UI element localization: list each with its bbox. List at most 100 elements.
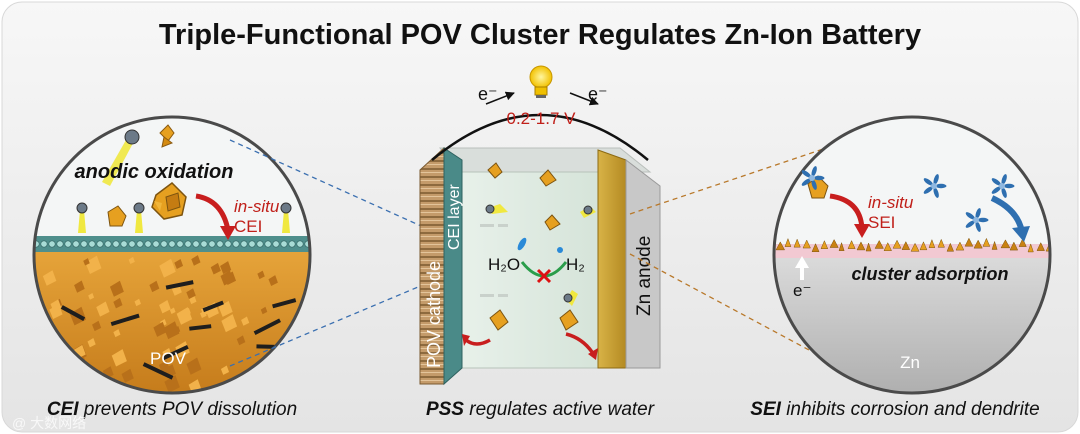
cei-bead xyxy=(240,240,248,248)
anion-lobe xyxy=(977,217,989,223)
pov-particle xyxy=(111,349,127,367)
pov-cluster-icon xyxy=(159,124,175,148)
right-circle-panel: in-situ SEI e⁻ cluster adsorption Zn xyxy=(772,115,1052,395)
in-situ-label-left: in-situ xyxy=(234,197,280,216)
sei-cluster xyxy=(784,237,792,247)
electron-label-left: e⁻ xyxy=(478,84,498,104)
center-clusters xyxy=(487,162,579,331)
pov-particle xyxy=(257,270,265,280)
pov-particle xyxy=(268,275,278,286)
pov-particle xyxy=(96,301,110,317)
sei-cluster xyxy=(910,242,920,252)
blue-molecule-icons xyxy=(801,166,1015,232)
cei-bead xyxy=(200,240,208,248)
pov-particle xyxy=(186,288,196,300)
sei-cluster xyxy=(901,241,911,250)
caption-center-bold: PSS xyxy=(426,399,464,420)
anion-lobe xyxy=(1003,183,1015,189)
pov-particle xyxy=(42,270,57,286)
pov-particle xyxy=(113,297,123,309)
carbon-flake xyxy=(162,345,189,361)
sei-cluster xyxy=(865,242,872,252)
connector-left-bottom xyxy=(229,281,431,367)
pov-particle xyxy=(186,357,202,375)
sei-cluster xyxy=(928,238,936,248)
caption-left-bold: CEI xyxy=(47,399,79,420)
cei-bead xyxy=(104,240,112,248)
pov-particle xyxy=(220,270,234,286)
pov-particle xyxy=(220,261,232,274)
caption-right-bold: SEI xyxy=(750,399,781,420)
cluster-adsorption-label: cluster adsorption xyxy=(851,264,1008,284)
pov-particle xyxy=(88,292,95,300)
pov-particle xyxy=(260,306,268,315)
cei-bead xyxy=(264,240,272,248)
carbon-flake xyxy=(60,305,86,321)
sei-cluster xyxy=(856,241,866,251)
anion-lobe xyxy=(1001,174,1007,185)
cei-bead xyxy=(112,240,120,248)
pov-particle xyxy=(159,300,171,314)
zn-label: Zn xyxy=(900,353,920,372)
pov-particle xyxy=(174,259,184,270)
sei-cluster xyxy=(802,239,811,249)
pov-particle xyxy=(241,316,250,326)
pov-particle xyxy=(153,321,167,337)
connector-left-top xyxy=(229,139,431,231)
cei-bead xyxy=(216,240,224,248)
pov-particle xyxy=(85,255,102,275)
cei-bead xyxy=(136,240,144,248)
cei-bead xyxy=(256,240,264,248)
cei-bead xyxy=(192,240,200,248)
anion-lobe xyxy=(811,179,817,190)
cei-beads xyxy=(34,240,310,248)
pov-particle xyxy=(128,256,135,265)
cei-bead xyxy=(224,240,232,248)
anion-lobe xyxy=(991,186,1001,194)
cei-bead xyxy=(176,240,184,248)
anion-core xyxy=(809,175,815,181)
watermark: @ 大数网络 xyxy=(12,415,86,431)
sei-cluster xyxy=(883,242,892,251)
cei-bead xyxy=(296,240,304,248)
red-arrow-cathode-icon xyxy=(464,338,491,346)
pov-particle xyxy=(74,280,85,293)
anion-lobe xyxy=(813,175,825,181)
caption-center-rest: regulates active water xyxy=(464,399,655,420)
cei-bead xyxy=(64,240,72,248)
figure-title: Triple-Functional POV Cluster Regulates … xyxy=(159,19,921,51)
pov-particle xyxy=(149,280,160,293)
cei-bead xyxy=(56,240,64,248)
sei-cluster xyxy=(775,241,786,251)
cei-layer-slab xyxy=(443,147,463,386)
anion-lobe xyxy=(965,220,975,228)
cei-bead xyxy=(128,240,136,248)
caption-center: PSS regulates active water xyxy=(426,399,655,420)
pov-cluster-small-icon xyxy=(107,205,127,227)
caption-left-rest: prevents POV dissolution xyxy=(79,399,298,420)
pov-particle xyxy=(210,262,221,275)
pov-particle xyxy=(191,255,201,266)
red-arrow-icon xyxy=(195,193,231,231)
cei-bead xyxy=(208,240,216,248)
sei-cluster xyxy=(1036,242,1045,251)
electron-label-right-circle: e⁻ xyxy=(793,281,811,300)
pov-particle xyxy=(92,320,102,332)
sei-cluster xyxy=(811,243,820,252)
pov-particle xyxy=(159,258,176,278)
anion-core xyxy=(973,217,979,223)
pov-particle xyxy=(50,299,62,312)
pov-particle xyxy=(113,329,121,338)
center-glows xyxy=(485,204,596,306)
electron-up-arrow-icon xyxy=(795,256,809,280)
cei-bead xyxy=(168,240,176,248)
cei-bead xyxy=(272,240,280,248)
pov-particle xyxy=(221,314,238,333)
sei-cluster xyxy=(919,241,928,251)
light-bulb-icon xyxy=(529,65,553,98)
carbon-flake xyxy=(189,324,212,331)
sei-cluster xyxy=(937,238,945,248)
anion-lobe xyxy=(975,221,981,232)
